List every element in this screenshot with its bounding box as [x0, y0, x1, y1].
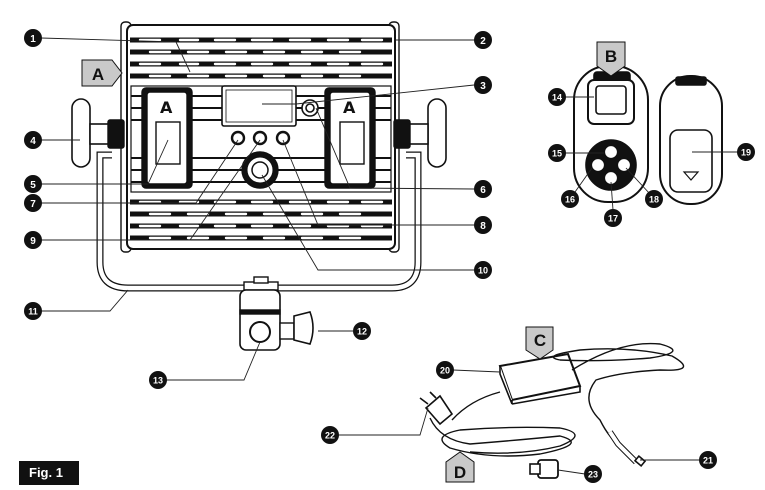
- side-knob-right[interactable]: [427, 98, 447, 168]
- callout-14: 14: [548, 88, 566, 106]
- callout-8-label: 8: [480, 221, 486, 232]
- callout-21: 21: [699, 451, 717, 469]
- callout-12-label: 12: [357, 327, 367, 337]
- section-tag-d-label: D: [454, 463, 466, 482]
- svg-text:A: A: [343, 98, 356, 117]
- section-tag-b: B: [596, 41, 626, 77]
- section-tag-b-label: B: [605, 47, 617, 66]
- callout-18-label: 18: [649, 195, 659, 205]
- callout-6-label: 6: [480, 185, 486, 196]
- callout-10: 10: [474, 261, 492, 279]
- callout-1-label: 1: [30, 34, 36, 45]
- ac-cord: [429, 417, 576, 457]
- callout-16: 16: [561, 190, 579, 208]
- callout-15: 15: [548, 144, 566, 162]
- battery-cover: [669, 129, 713, 193]
- callout-15-label: 15: [552, 149, 562, 159]
- callout-22-label: 22: [325, 431, 335, 441]
- callout-5-label: 5: [30, 180, 36, 191]
- callout-2-label: 2: [480, 36, 486, 47]
- remote-control: [573, 65, 723, 205]
- callout-16-label: 16: [565, 195, 575, 205]
- svg-text:A: A: [160, 98, 173, 117]
- callout-10-label: 10: [478, 266, 488, 276]
- callout-19: 19: [737, 143, 755, 161]
- callout-9: 9: [24, 231, 42, 249]
- side-knob-left[interactable]: [71, 98, 91, 168]
- figure-label: Fig. 1: [19, 461, 79, 485]
- section-tag-c: C: [525, 326, 554, 360]
- dc-cable: [552, 342, 685, 445]
- button-right[interactable]: [275, 130, 291, 146]
- callout-12: 12: [353, 322, 371, 340]
- callout-6: 6: [474, 180, 492, 198]
- callout-3-label: 3: [480, 81, 486, 92]
- callout-4: 4: [24, 131, 42, 149]
- callout-5: 5: [24, 175, 42, 193]
- callout-8: 8: [474, 216, 492, 234]
- callout-13: 13: [149, 371, 167, 389]
- callout-4-label: 4: [30, 136, 36, 147]
- leader-lines: [40, 37, 738, 475]
- callout-22: 22: [321, 426, 339, 444]
- button-left[interactable]: [230, 130, 246, 146]
- mount-lock-knob[interactable]: [293, 311, 314, 345]
- callout-14-label: 14: [552, 93, 562, 103]
- callout-3: 3: [474, 76, 492, 94]
- power-supply: [419, 342, 685, 479]
- remote-power-button[interactable]: [603, 144, 619, 160]
- callout-11: 11: [24, 302, 42, 320]
- button-middle[interactable]: [252, 130, 268, 146]
- callout-7-label: 7: [30, 199, 36, 210]
- callout-21-label: 21: [703, 456, 713, 466]
- section-tag-a-label: A: [92, 65, 104, 84]
- callout-20: 20: [436, 361, 454, 379]
- section-tag-d: D: [445, 451, 475, 483]
- callout-17-label: 17: [608, 214, 618, 224]
- callout-20-label: 20: [440, 366, 450, 376]
- eu-plug: [424, 394, 454, 426]
- section-tag-c-label: C: [534, 331, 546, 350]
- led-panel: A A: [71, 21, 447, 351]
- callout-13-label: 13: [153, 376, 163, 386]
- callout-23: 23: [584, 465, 602, 483]
- callout-9-label: 9: [30, 236, 36, 247]
- remote-button-right[interactable]: [616, 157, 632, 173]
- section-tag-a: A: [81, 59, 123, 87]
- callout-7: 7: [24, 194, 42, 212]
- callout-17: 17: [604, 209, 622, 227]
- callout-18: 18: [645, 190, 663, 208]
- remote-button-left[interactable]: [590, 157, 606, 173]
- callout-1: 1: [24, 29, 42, 47]
- iec-connector: [537, 459, 559, 479]
- callout-23-label: 23: [588, 470, 598, 480]
- callout-19-label: 19: [741, 148, 751, 158]
- callout-2: 2: [474, 31, 492, 49]
- callout-11-label: 11: [28, 307, 38, 317]
